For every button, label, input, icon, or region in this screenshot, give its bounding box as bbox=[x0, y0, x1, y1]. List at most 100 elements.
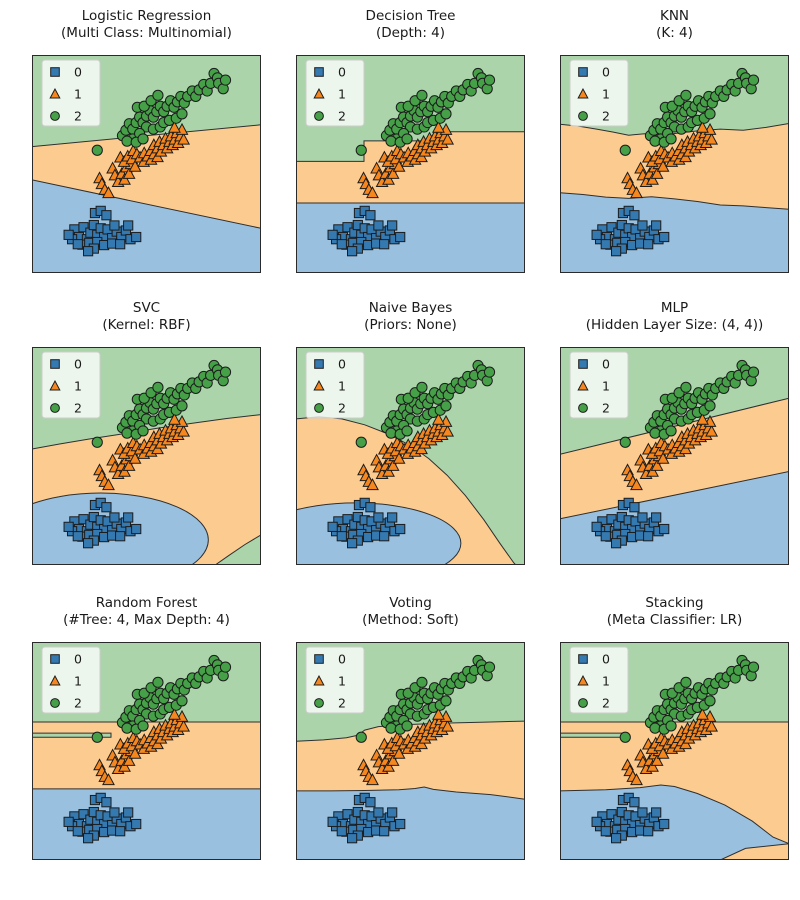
data-point-class2 bbox=[704, 695, 716, 707]
data-point-class1 bbox=[650, 166, 664, 179]
data-point-class2 bbox=[385, 135, 397, 147]
data-point-class0 bbox=[83, 538, 94, 549]
data-point-class1 bbox=[705, 719, 719, 732]
data-point-class0 bbox=[123, 220, 134, 231]
decision-boundary bbox=[296, 416, 517, 565]
data-point-class0 bbox=[72, 531, 83, 542]
decision-boundary bbox=[560, 192, 789, 210]
data-point-class0 bbox=[63, 521, 74, 532]
legend-circle-marker bbox=[314, 698, 324, 708]
legend-label: 0 bbox=[602, 65, 610, 80]
data-point-class0 bbox=[373, 512, 384, 523]
subplot-title-line2: (Method: Soft) bbox=[362, 612, 459, 628]
data-point-class1 bbox=[118, 759, 131, 772]
subplot-title-line2: (K: 4) bbox=[656, 25, 693, 41]
subplot-title: Logistic Regression(Multi Class: Multino… bbox=[32, 8, 261, 48]
data-point-class1 bbox=[122, 458, 136, 471]
data-point-class2 bbox=[416, 381, 428, 393]
data-point-class0 bbox=[387, 220, 398, 231]
data-point-class2 bbox=[401, 425, 413, 437]
data-point-class0 bbox=[591, 229, 602, 240]
data-point-class0 bbox=[327, 816, 338, 827]
legend-label: 2 bbox=[74, 696, 82, 711]
data-point-class1 bbox=[168, 412, 181, 425]
data-point-class2 bbox=[665, 133, 677, 145]
data-point-class1 bbox=[386, 166, 400, 179]
legend-label: 0 bbox=[338, 357, 346, 372]
data-point-class0 bbox=[629, 502, 640, 513]
data-point-class0 bbox=[600, 826, 611, 837]
legend: 012 bbox=[569, 59, 629, 127]
data-point-class1 bbox=[382, 759, 395, 772]
data-point-class0 bbox=[347, 538, 358, 549]
data-point-class0 bbox=[651, 512, 662, 523]
data-point-class2 bbox=[137, 425, 149, 437]
data-point-class2 bbox=[121, 427, 133, 439]
data-point-class2 bbox=[483, 74, 496, 86]
data-point-class0 bbox=[109, 807, 120, 818]
legend-circle-marker bbox=[50, 698, 60, 708]
data-point-class0 bbox=[373, 807, 384, 818]
region-orange bbox=[32, 722, 261, 789]
legend-circle-marker bbox=[578, 698, 588, 708]
data-point-class1 bbox=[386, 458, 400, 471]
data-point-class2 bbox=[649, 722, 661, 734]
data-point-class1 bbox=[118, 464, 131, 477]
data-point-class2 bbox=[483, 661, 496, 673]
subplot-title: KNN(K: 4) bbox=[560, 8, 789, 48]
axes-frame bbox=[296, 347, 525, 565]
legend-triangle-marker bbox=[49, 87, 61, 99]
legend-triangle-marker bbox=[313, 87, 325, 99]
legend: 012 bbox=[305, 59, 365, 127]
data-point-class2 bbox=[152, 381, 164, 393]
data-point-class1 bbox=[386, 753, 400, 766]
data-point-class2 bbox=[137, 720, 149, 732]
subplot-title-line2: (Priors: None) bbox=[364, 317, 457, 333]
data-point-class0 bbox=[659, 818, 670, 830]
data-point-class1 bbox=[382, 172, 395, 185]
data-point-class0 bbox=[131, 818, 142, 830]
subplot-title-line1: Decision Tree bbox=[365, 8, 456, 24]
data-point-class2 bbox=[704, 108, 716, 120]
data-point-class0 bbox=[347, 246, 358, 257]
data-point-class1 bbox=[168, 120, 181, 133]
data-point-class1 bbox=[102, 186, 115, 199]
data-point-class2 bbox=[747, 74, 760, 86]
data-point-class0 bbox=[101, 502, 112, 513]
data-point-class0 bbox=[651, 220, 662, 231]
data-point-class2 bbox=[91, 144, 103, 156]
data-point-class1 bbox=[432, 412, 445, 425]
legend: 012 bbox=[569, 646, 629, 714]
decision-boundary bbox=[560, 784, 789, 860]
legend-circle-marker bbox=[314, 111, 324, 121]
data-point-class2 bbox=[704, 400, 716, 412]
data-point-class2 bbox=[619, 436, 631, 448]
data-point-class0 bbox=[373, 220, 384, 231]
data-point-class1 bbox=[646, 759, 659, 772]
data-point-class0 bbox=[83, 246, 94, 257]
data-point-class1 bbox=[177, 132, 191, 145]
data-point-class2 bbox=[355, 731, 367, 743]
legend-triangle-marker bbox=[49, 379, 61, 391]
subplot-title: Decision Tree(Depth: 4) bbox=[296, 8, 525, 48]
data-point-class0 bbox=[643, 826, 654, 837]
data-point-class0 bbox=[101, 210, 112, 221]
data-point-class0 bbox=[611, 538, 622, 549]
data-point-class1 bbox=[432, 707, 445, 720]
data-point-class2 bbox=[152, 676, 164, 688]
data-point-class0 bbox=[365, 502, 376, 513]
region-green bbox=[32, 733, 111, 738]
data-point-class2 bbox=[385, 427, 397, 439]
data-point-class0 bbox=[109, 512, 120, 523]
data-point-class1 bbox=[630, 773, 643, 786]
axes-frame bbox=[560, 642, 789, 860]
decision-boundary bbox=[32, 179, 261, 229]
data-point-class1 bbox=[705, 132, 719, 145]
legend-triangle-marker bbox=[577, 87, 589, 99]
subplot-title: Stacking(Meta Classifier: LR) bbox=[560, 595, 789, 635]
data-point-class0 bbox=[659, 231, 670, 243]
axes-frame bbox=[32, 55, 261, 273]
data-point-class2 bbox=[176, 695, 188, 707]
